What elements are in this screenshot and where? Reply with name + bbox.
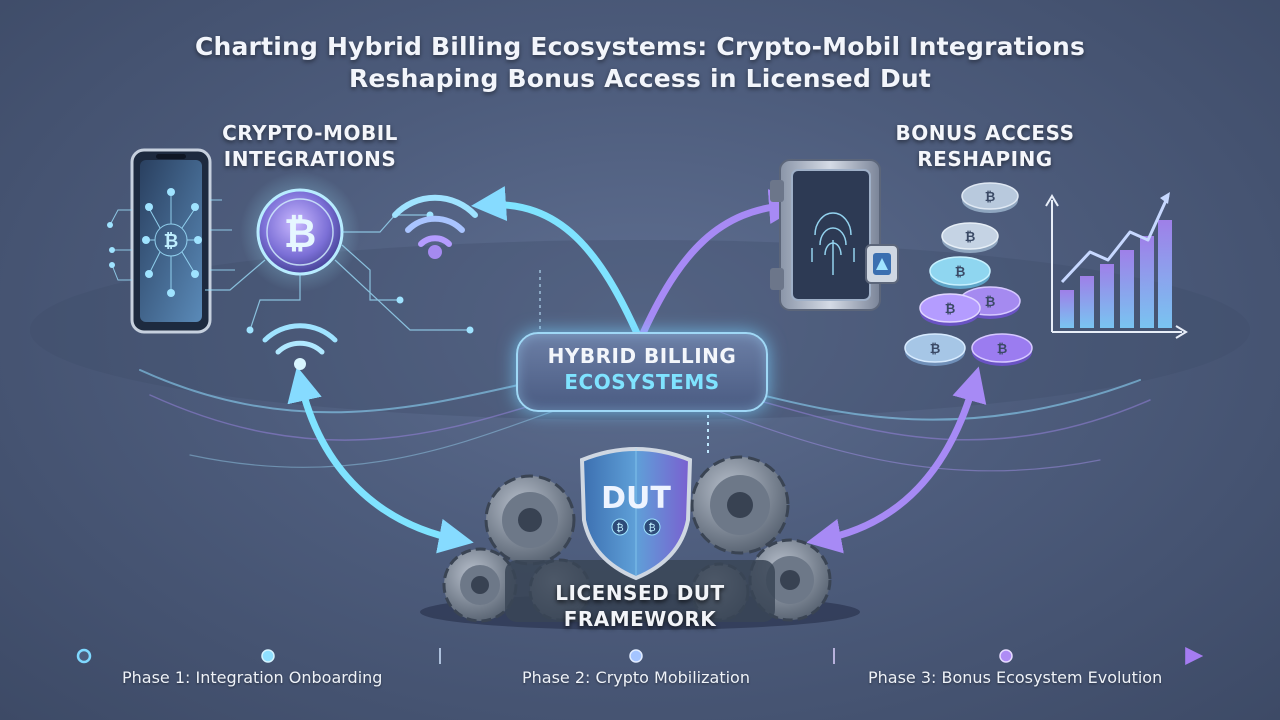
shield-icon: DUT ₿ ₿ bbox=[579, 447, 693, 581]
svg-text:₿: ₿ bbox=[955, 265, 966, 280]
wifi-icon-top bbox=[392, 194, 478, 259]
page-title-line-2: Reshaping Bonus Access in Licensed Dut bbox=[348, 64, 932, 93]
arrow-hub-to-bonus bbox=[636, 189, 804, 344]
crypto-mobil-heading: CRYPTO-MOBIL INTEGRATIONS bbox=[200, 120, 420, 172]
svg-text:₿: ₿ bbox=[945, 302, 956, 317]
svg-text:₿: ₿ bbox=[930, 342, 941, 357]
coin-stack-illustration: ₿ ₿ ₿ ₿ ₿ ₿ ₿ bbox=[904, 182, 1033, 366]
timeline-phase-1-label: Phase 1: Integration Onboarding bbox=[122, 668, 383, 687]
svg-text:₿: ₿ bbox=[616, 522, 623, 534]
coin-stack-violet bbox=[919, 286, 1033, 366]
svg-text:₿: ₿ bbox=[985, 190, 996, 205]
timeline-start-node bbox=[76, 648, 92, 664]
gear-icon-right-top bbox=[690, 455, 790, 555]
arrow-hub-to-crypto bbox=[471, 186, 644, 344]
arrow-crypto-framework bbox=[287, 366, 474, 554]
growth-bar-chart-icon bbox=[1045, 192, 1188, 339]
svg-text:₿: ₿ bbox=[965, 230, 976, 245]
framework-heading: LICENSED DUT FRAMEWORK bbox=[500, 580, 780, 632]
timeline-node-phase-2 bbox=[629, 649, 643, 663]
timeline bbox=[76, 647, 1204, 665]
bonus-access-heading: BONUS ACCESS RESHAPING bbox=[860, 120, 1110, 172]
bonus-access-heading-line-2: RESHAPING bbox=[917, 147, 1053, 171]
svg-text:₿: ₿ bbox=[997, 342, 1008, 357]
bitcoin-coin-illustration: ₿ bbox=[240, 172, 360, 292]
timeline-phase-2-label: Phase 2: Crypto Mobilization bbox=[522, 668, 750, 687]
gear-icon-left-top bbox=[484, 474, 576, 566]
hybrid-billing-hub: HYBRID BILLING ECOSYSTEMS bbox=[516, 332, 768, 412]
svg-text:₿: ₿ bbox=[164, 231, 179, 252]
bonus-access-heading-line-1: BONUS ACCESS bbox=[895, 121, 1075, 145]
gear-cluster-illustration bbox=[420, 455, 860, 630]
vault-illustration bbox=[770, 159, 899, 311]
phone-illustration: ₿ bbox=[107, 148, 235, 334]
framework-heading-line-1: LICENSED DUT bbox=[555, 581, 725, 605]
framework-heading-line-2: FRAMEWORK bbox=[563, 607, 717, 631]
svg-text:₿: ₿ bbox=[648, 522, 655, 534]
coin-stack-cyan bbox=[904, 182, 1019, 366]
wifi-icon-bottom bbox=[262, 323, 338, 370]
timeline-node-phase-3 bbox=[999, 649, 1013, 663]
arrow-bonus-framework bbox=[806, 366, 987, 554]
svg-text:₿: ₿ bbox=[985, 295, 996, 310]
crypto-mobil-heading-line-1: CRYPTO-MOBIL bbox=[222, 121, 398, 145]
timeline-node-phase-1 bbox=[261, 649, 275, 663]
page-title-line-1: Charting Hybrid Billing Ecosystems: Cryp… bbox=[194, 32, 1086, 61]
hub-label-line-2: ECOSYSTEMS bbox=[564, 370, 720, 394]
circuit-traces bbox=[205, 214, 470, 331]
shield-text: DUT bbox=[601, 481, 671, 516]
hub-label-line-1: HYBRID BILLING bbox=[547, 344, 737, 368]
timeline-phase-3-label: Phase 3: Bonus Ecosystem Evolution bbox=[868, 668, 1163, 687]
svg-text:₿: ₿ bbox=[284, 211, 317, 257]
crypto-mobil-heading-line-2: INTEGRATIONS bbox=[223, 147, 397, 171]
